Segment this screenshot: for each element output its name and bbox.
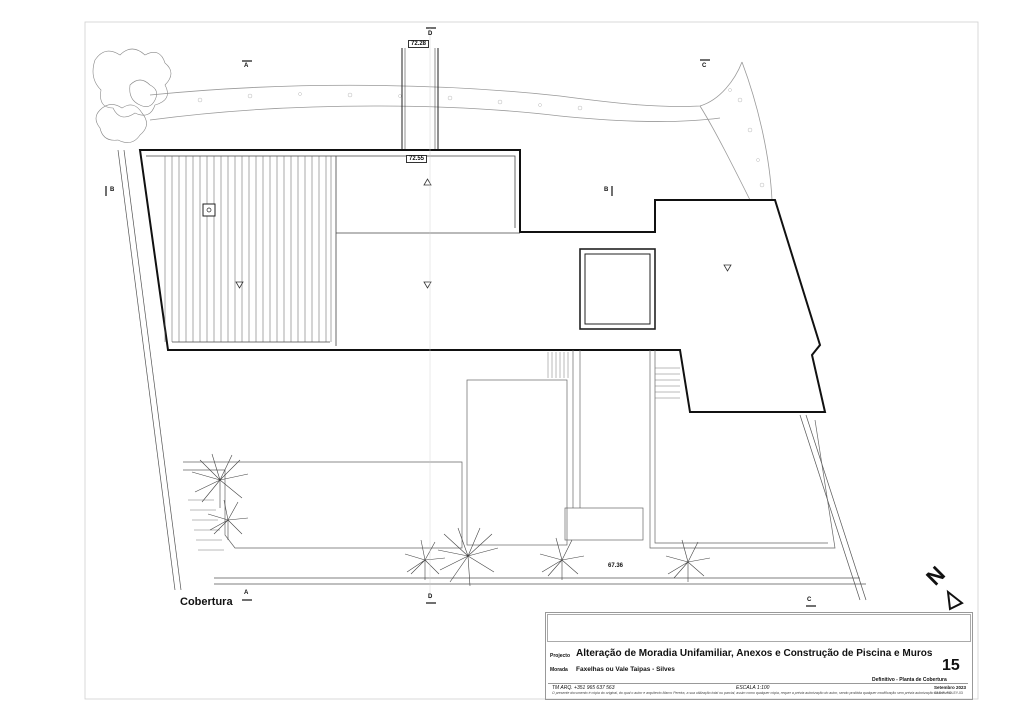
section-cut-lines: [105, 27, 816, 607]
section-mark-a-bottom: A: [244, 590, 249, 596]
section-mark-c-top: C: [702, 63, 707, 69]
skylight: [579, 248, 656, 330]
stairs: [188, 352, 680, 551]
contact-info: TM ARQ. +351 965 637 563: [552, 685, 615, 691]
roof-vent: [202, 203, 216, 217]
section-mark-c-bottom: C: [807, 597, 812, 603]
gravel-texture: [197, 88, 765, 188]
section-mark-a-top: A: [244, 63, 249, 69]
section-mark-d-top: D: [428, 31, 433, 37]
sheet-description: Definitivo - Planta de Cobertura: [872, 677, 947, 683]
north-arrow-icon: [946, 589, 964, 611]
drawing-title: Cobertura: [180, 596, 233, 608]
title-block: Projecto Alteração de Moradia Unifamilia…: [545, 612, 973, 700]
date-label: Setembro 2023: [934, 685, 967, 690]
garden-path: [149, 61, 773, 201]
section-mark-b-left: B: [110, 187, 115, 193]
location-label: Morada: [550, 667, 568, 673]
slatted-roof: [164, 156, 332, 342]
roof-outline: [138, 149, 827, 413]
project-label: Projecto: [550, 653, 571, 659]
sheet-border: [84, 21, 979, 700]
section-mark-d-bottom: D: [428, 594, 433, 600]
level-tag-roof: 72.55: [406, 155, 428, 163]
scale-label: ESCALA 1:100: [736, 685, 770, 691]
skylight-inner: [584, 253, 651, 325]
terrace-lines: [183, 350, 836, 549]
section-mark-b-right: B: [604, 187, 609, 193]
trees-top-left: [92, 48, 172, 143]
project-name: Alteração de Moradia Unifamiliar, Anexos…: [576, 648, 933, 659]
roof-inner-outline: [146, 155, 520, 346]
roof-vent-center: [206, 207, 212, 213]
file-reference: CAD E: FOLEY-03: [934, 691, 963, 695]
walkway: [401, 48, 439, 150]
level-tag-walkway: 72.28: [408, 40, 430, 48]
palm-trees: [191, 453, 711, 587]
site-boundary: [117, 149, 867, 601]
title-block-divider: [548, 683, 968, 684]
sheet-number: 15: [942, 657, 960, 674]
legal-note: O presente documento é cópia do original…: [552, 691, 951, 695]
title-block-logo-area: [547, 614, 971, 642]
slope-arrows: [235, 178, 732, 289]
level-tag-garden: 67.36: [608, 563, 624, 569]
location-value: Faxelhas ou Vale Taipas - Silves: [576, 666, 675, 673]
